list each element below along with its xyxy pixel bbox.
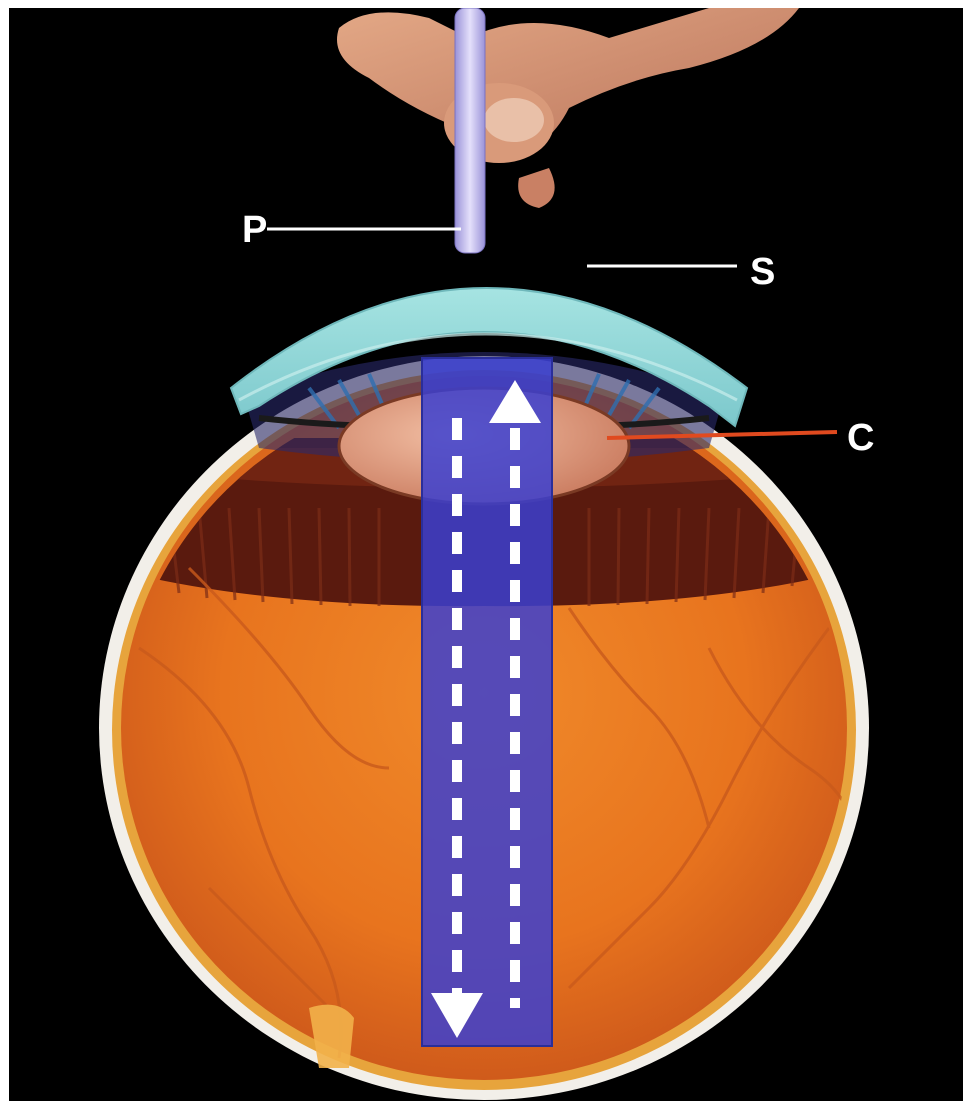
diagram-panel: P S C bbox=[9, 8, 963, 1101]
probe-icon bbox=[455, 8, 485, 253]
eye-diagram bbox=[9, 8, 963, 1101]
light-beam bbox=[422, 358, 552, 1046]
label-crystalline-lens: C bbox=[847, 419, 874, 457]
hand-icon bbox=[337, 8, 799, 208]
label-contact-surface: S bbox=[750, 253, 775, 291]
label-probe: P bbox=[242, 211, 267, 249]
